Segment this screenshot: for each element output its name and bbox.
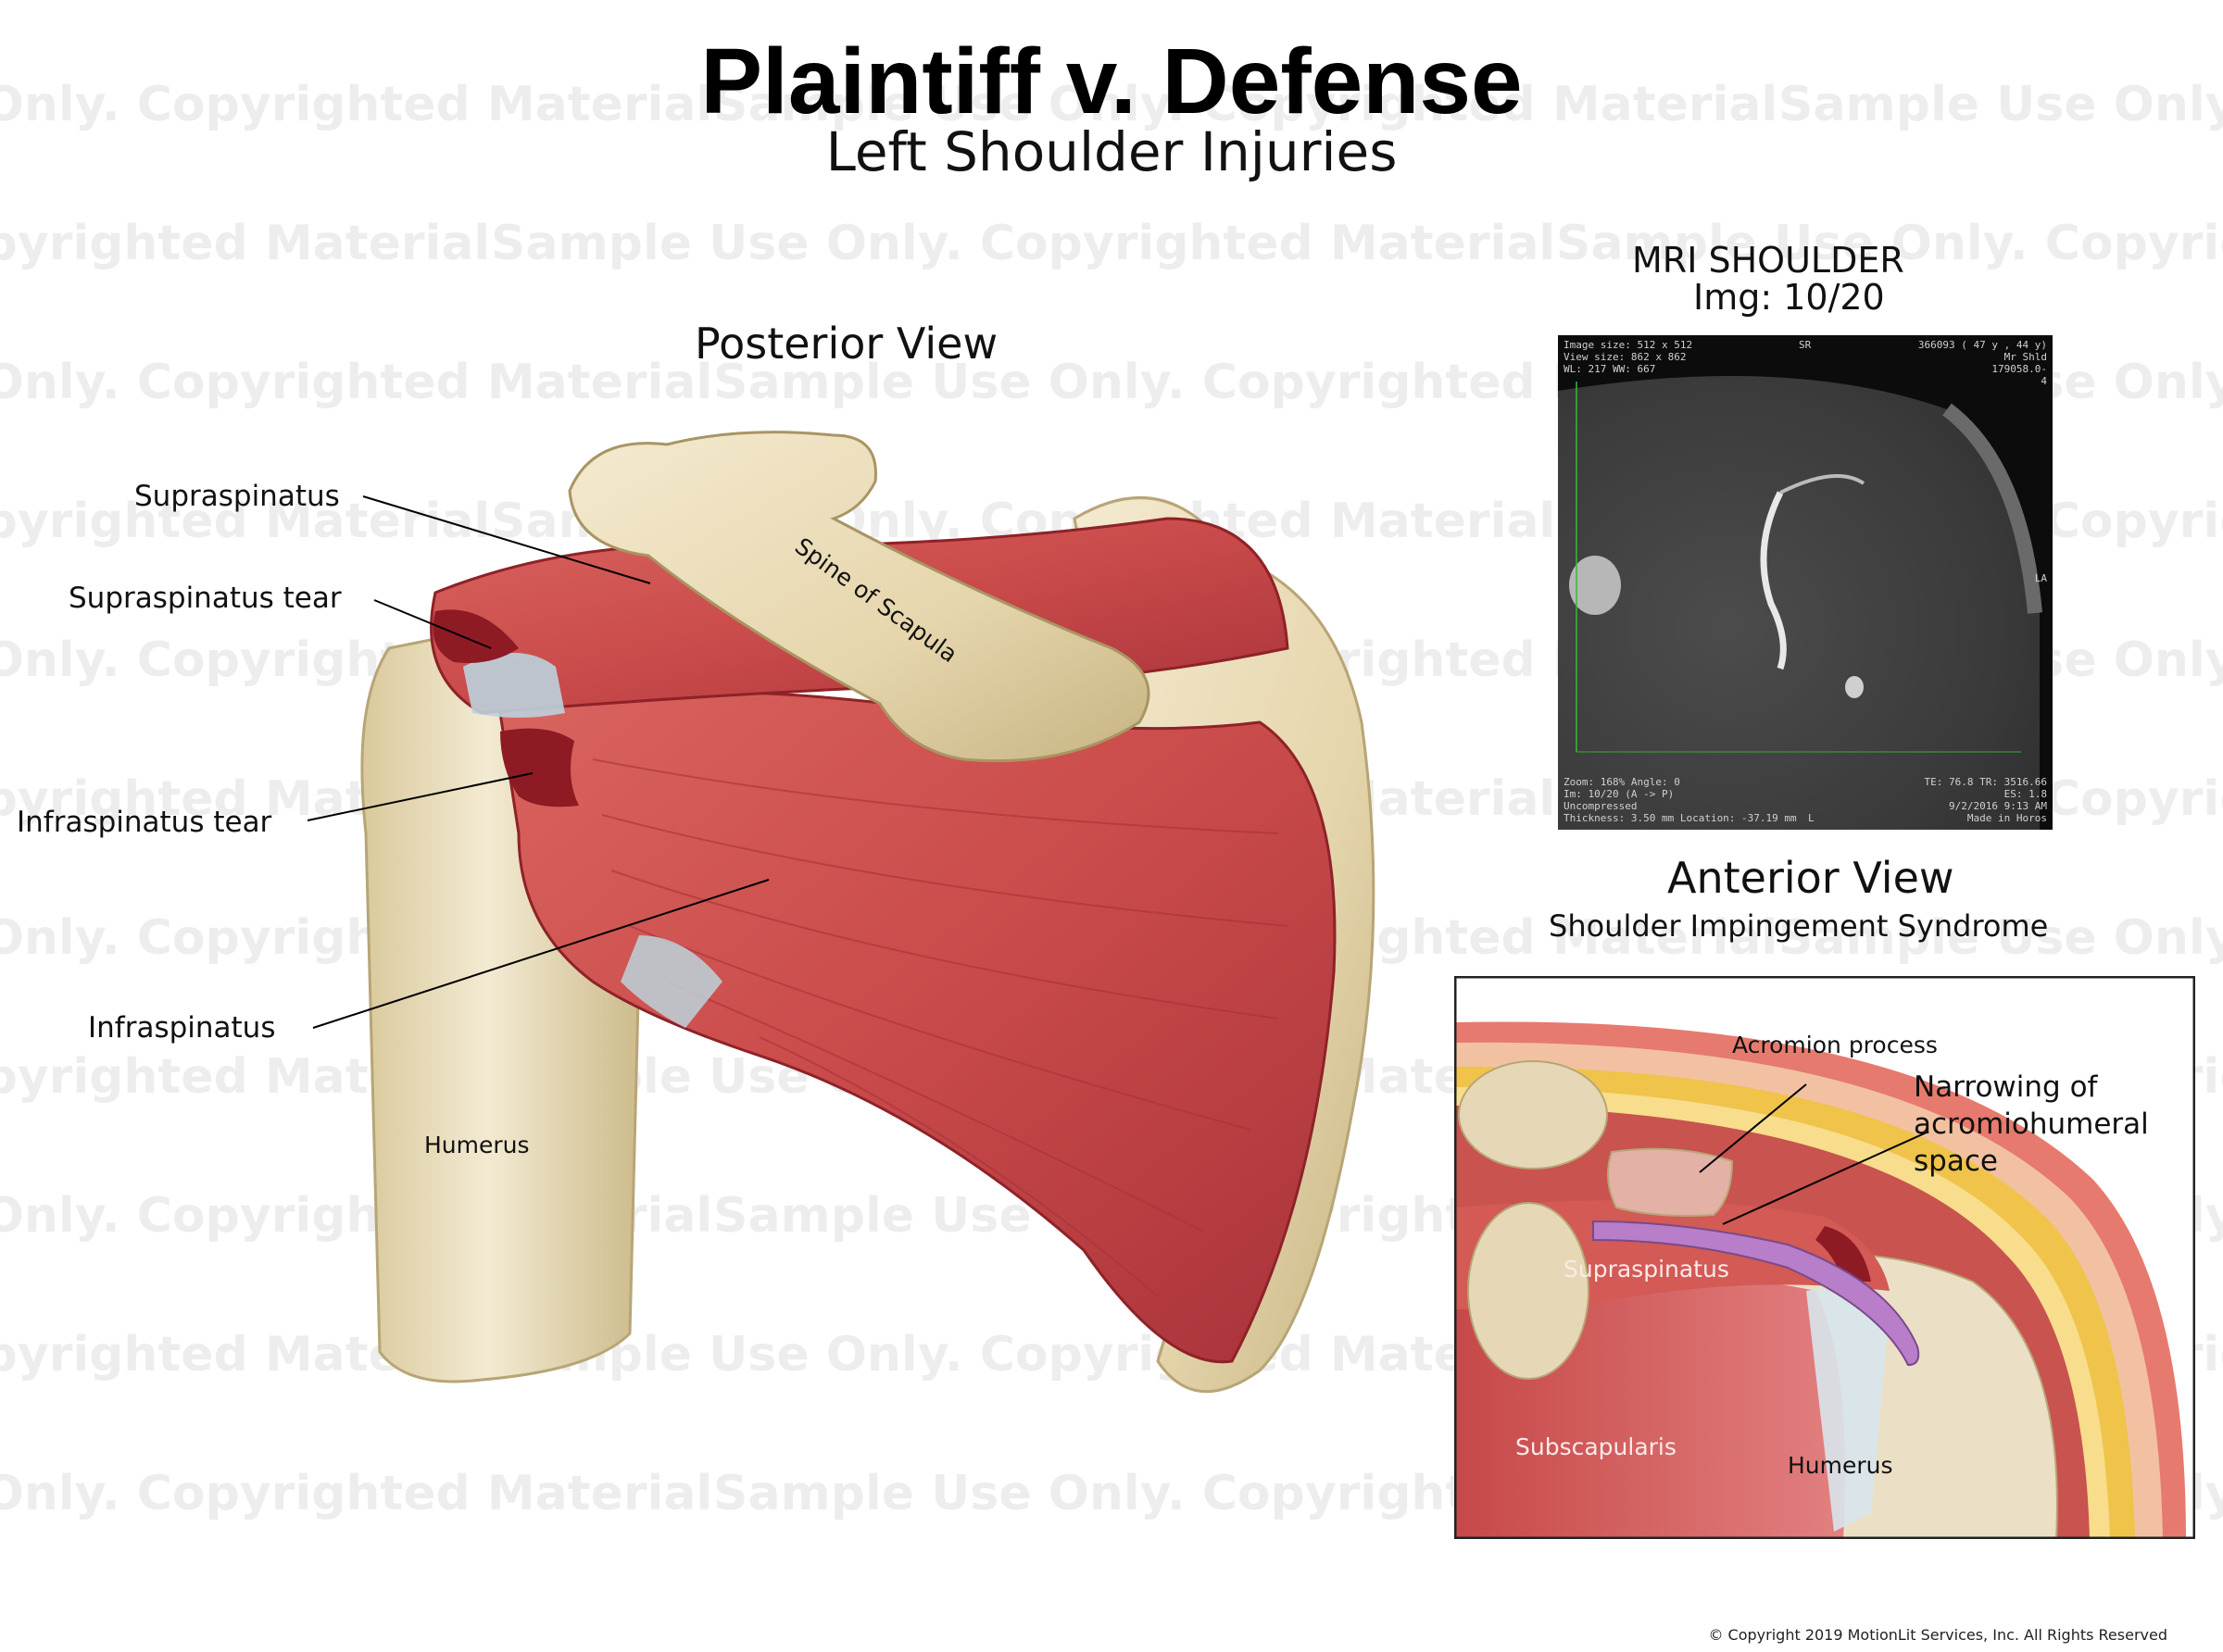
page-subtitle: Left Shoulder Injuries bbox=[825, 120, 1398, 183]
label-supraspinatus-tear: Supraspinatus tear bbox=[69, 582, 342, 615]
mri-overlay-tr-3: 179058.0- bbox=[1991, 363, 2047, 375]
label-humerus-posterior: Humerus bbox=[424, 1132, 530, 1158]
coracoid-bone bbox=[1467, 1202, 1589, 1380]
label-supraspinatus: Supraspinatus bbox=[134, 480, 340, 513]
label-infraspinatus: Infraspinatus bbox=[88, 1011, 276, 1045]
label-acromion-process: Acromion process bbox=[1732, 1032, 1938, 1058]
copyright-notice: © Copyright 2019 MotionLit Services, Inc… bbox=[1708, 1626, 2167, 1644]
watermark-text: Sample Use Only. Copyrighted Material bbox=[491, 216, 1555, 271]
mri-overlay-bl-4: Thickness: 3.50 mm Location: -37.19 mm bbox=[1564, 812, 1797, 824]
mri-overlay-tl-1: Image size: 512 x 512 bbox=[1564, 339, 1692, 351]
mri-overlay-br-2: ES: 1.8 bbox=[2004, 788, 2047, 800]
supraspinatus-tendon bbox=[463, 653, 565, 718]
label-infraspinatus-tear: Infraspinatus tear bbox=[17, 806, 272, 839]
label-narrowing-2: acromiohumeral bbox=[1914, 1108, 2149, 1141]
mri-overlay-br-1: TE: 76.8 TR: 3516.66 bbox=[1925, 776, 2047, 788]
clavicle-bone bbox=[1458, 1060, 1608, 1170]
mri-overlay-tr-4: 4 bbox=[2041, 375, 2047, 387]
spine-of-scapula-bone bbox=[568, 431, 1150, 763]
anterior-tendon bbox=[1806, 1288, 1890, 1532]
mri-overlay-bl-3: Uncompressed bbox=[1564, 800, 1637, 812]
mri-overlay-br-4: Made in Horos bbox=[1967, 812, 2047, 824]
anterior-view-subtitle: Shoulder Impingement Syndrome bbox=[1549, 908, 2049, 944]
mri-overlay-br-3: 9/2/2016 9:13 AM bbox=[1949, 800, 2047, 812]
anterior-inset-illustration bbox=[1454, 976, 2195, 1539]
watermark-text: Sample Use Only. Copyrighted Material bbox=[0, 216, 490, 271]
label-supraspinatus-anterior: Supraspinatus bbox=[1564, 1256, 1729, 1283]
mri-overlay-bl-2: Im: 10/20 (A -> P) bbox=[1564, 788, 1674, 800]
posterior-view-title: Posterior View bbox=[695, 319, 998, 369]
mri-scan-image: Image size: 512 x 512 View size: 862 x 8… bbox=[1558, 335, 2053, 830]
label-narrowing-1: Narrowing of bbox=[1914, 1070, 2098, 1104]
mri-overlay-bl-1: Zoom: 168% Angle: 0 bbox=[1564, 776, 1680, 788]
mri-overlay-bc: L bbox=[1808, 812, 1815, 824]
mri-overlay-tl-2: View size: 862 x 862 bbox=[1564, 351, 1686, 363]
label-humerus-anterior: Humerus bbox=[1788, 1452, 1893, 1479]
mri-overlay-tr-1: 366093 ( 47 y , 44 y) bbox=[1918, 339, 2047, 351]
infraspinatus-tear-mark bbox=[500, 728, 579, 807]
anterior-view-title: Anterior View bbox=[1667, 853, 1954, 903]
infraspinatus-tendon bbox=[621, 935, 722, 1028]
posterior-leader-lines bbox=[307, 495, 770, 1029]
supraspinatus-tear-mark bbox=[433, 609, 519, 663]
mri-overlay-tc: SR bbox=[1799, 339, 1812, 351]
subacromial-bursa bbox=[1592, 1220, 1920, 1367]
mri-overlay-tr-2: Mr Shld bbox=[2004, 351, 2047, 363]
mri-overlay-right: LA bbox=[2035, 572, 2048, 584]
mri-title: MRI SHOULDER bbox=[1632, 240, 1904, 281]
label-narrowing-3: space bbox=[1914, 1145, 1998, 1178]
mri-image-index: Img: 10/20 bbox=[1693, 277, 1885, 318]
label-subscapularis: Subscapularis bbox=[1515, 1433, 1677, 1460]
posterior-shoulder-illustration bbox=[360, 431, 1375, 1394]
mri-overlay-tl-3: WL: 217 WW: 667 bbox=[1564, 363, 1655, 375]
page-title: Plaintiff v. Defense bbox=[700, 30, 1523, 133]
acromion-bone bbox=[1607, 1147, 1734, 1217]
